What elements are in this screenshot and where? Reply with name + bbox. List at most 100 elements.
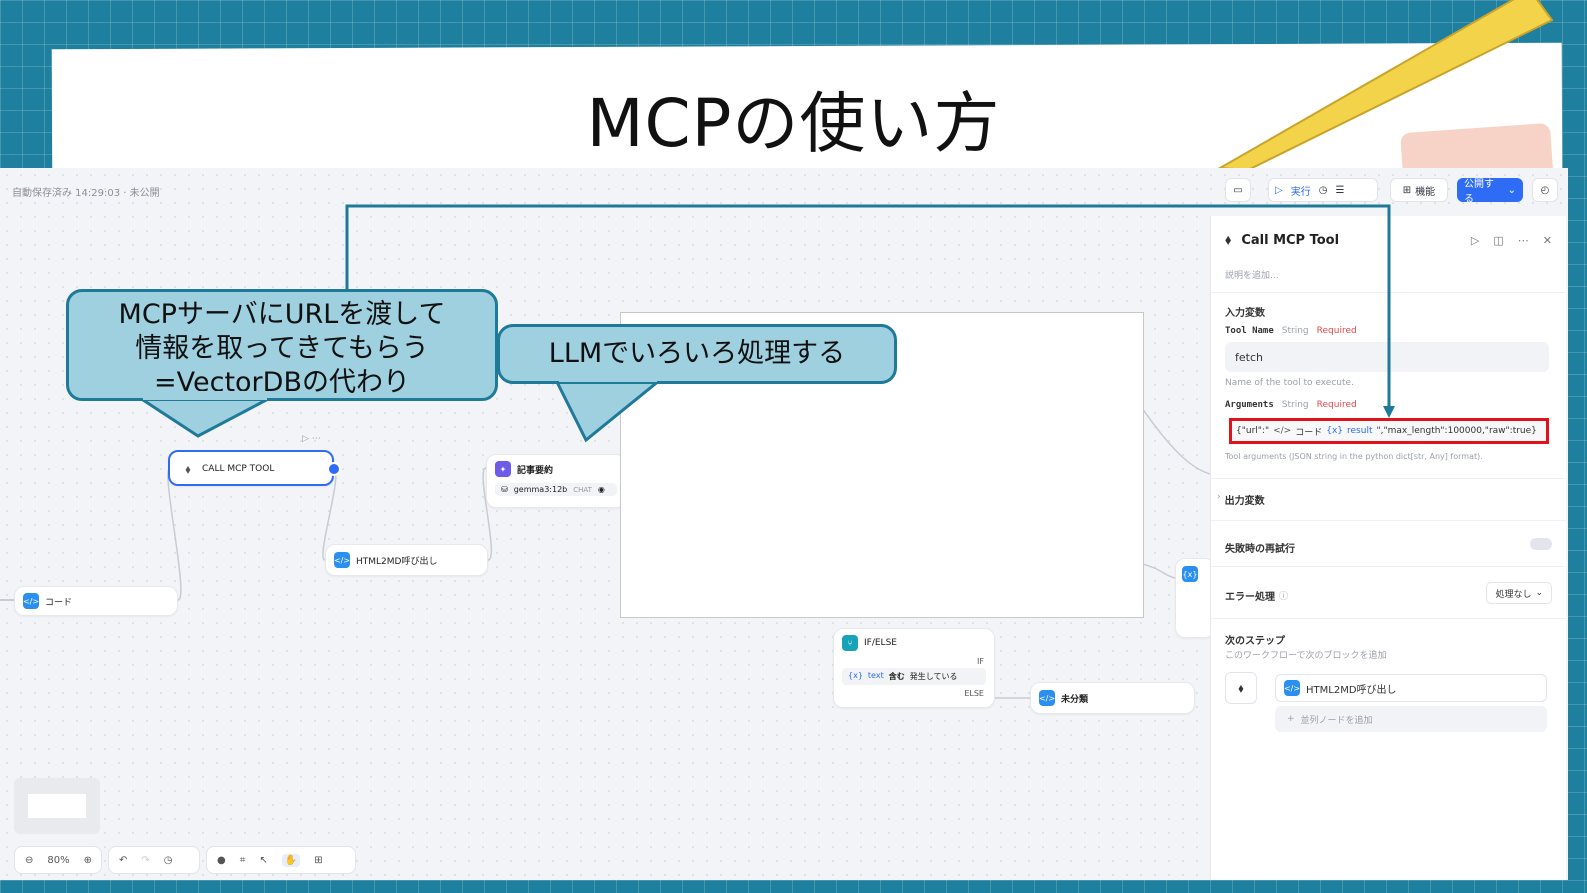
model-chip: ⛁ gemma3:12b CHAT ◉: [495, 483, 617, 496]
error-handling-label: エラー処理: [1225, 592, 1275, 603]
condition-value: 発生している: [909, 672, 958, 681]
add-parallel-node-button[interactable]: + 並列ノードを追加: [1275, 706, 1547, 732]
plus-icon: +: [1287, 714, 1295, 724]
workflow-app-screenshot: 自動保存済み 14:29:03 · 未公開 ▭ ▷ 実行 ◷ ☰ ⊞ 機能 公開…: [0, 168, 1568, 880]
publish-button[interactable]: 公開する ⌄: [1457, 178, 1523, 205]
node-output-handle[interactable]: [327, 462, 341, 476]
hand-icon[interactable]: ✋: [281, 853, 301, 867]
divider: [1211, 478, 1566, 479]
code-icon: </>: [334, 552, 350, 568]
eye-icon: ◉: [597, 485, 605, 494]
node-unclassified[interactable]: </> 未分類: [1030, 682, 1195, 714]
add-parallel-label: 並列ノードを追加: [1300, 715, 1373, 726]
panel-layout-icon[interactable]: ◫: [1493, 234, 1504, 247]
run-button[interactable]: 実行: [1290, 186, 1311, 198]
canvas-tools[interactable]: ● ⌗ ↖ ✋ ⊞: [206, 846, 356, 874]
chevron-down-icon: ⌄: [1535, 588, 1543, 598]
condition-var: text: [867, 671, 884, 680]
zoom-controls[interactable]: ⊖ 80% ⊕: [14, 846, 102, 874]
node-code[interactable]: </> コード: [14, 586, 178, 616]
output-vars-toggle[interactable]: › 出力変数: [1217, 492, 1265, 507]
node-ifelse-label: IF/ELSE: [864, 638, 897, 648]
description-input[interactable]: 説明を追加...: [1225, 271, 1279, 281]
slide-title: MCPの使い方: [586, 85, 1001, 162]
chevron-right-icon: ›: [1217, 492, 1221, 502]
mcp-tool-icon: ⬧: [180, 461, 196, 477]
version-history-button[interactable]: ◴: [1532, 178, 1558, 202]
model-name: gemma3:12b: [513, 485, 568, 494]
env-button[interactable]: ▭: [1225, 178, 1251, 202]
next-step-desc: このワークフローで次のブロックを追加: [1225, 651, 1387, 661]
arguments-var: result: [1347, 426, 1373, 436]
mcp-tool-icon: ⬧: [1225, 232, 1232, 248]
panel-title: Call MCP Tool: [1241, 232, 1340, 248]
callout-mcp-line1: MCPサーバにURLを渡して: [118, 299, 446, 330]
play-icon[interactable]: ▷: [1470, 234, 1480, 247]
model-mode: CHAT: [573, 485, 592, 494]
arguments-type: String: [1281, 400, 1309, 410]
divider: [1211, 618, 1566, 619]
zoom-level: 80%: [47, 854, 70, 866]
close-icon[interactable]: ✕: [1542, 234, 1552, 247]
node-call-mcp-tool-label: CALL MCP TOOL: [202, 464, 275, 474]
node-unclassified-label: 未分類: [1061, 694, 1089, 705]
features-icon: ⊞: [1402, 184, 1412, 196]
code-icon: {x}: [1182, 566, 1198, 582]
run-group[interactable]: ▷ 実行 ◷ ☰: [1268, 178, 1378, 202]
error-handling-row: エラー処理 ⓘ: [1225, 588, 1288, 603]
code-icon: </>: [1039, 690, 1055, 706]
else-label: ELSE: [964, 689, 984, 698]
node-partial[interactable]: {x}: [1175, 558, 1215, 638]
features-label: 機能: [1415, 186, 1436, 198]
error-handling-value: 処理なし: [1495, 589, 1532, 600]
error-handling-select[interactable]: 処理なし ⌄: [1486, 582, 1552, 604]
arguments-label: Arguments: [1225, 400, 1274, 410]
minimap-viewport: [28, 794, 86, 818]
organize-icon[interactable]: ⊞: [314, 854, 323, 866]
current-node-icon: ⬧: [1225, 672, 1257, 704]
redo-icon[interactable]: ↷: [141, 854, 150, 866]
node-html2md[interactable]: </> HTML2MD呼び出し: [325, 544, 488, 576]
callout-mcp-line2: 情報を取ってきてもらう: [135, 333, 429, 364]
panel-header: ⬧ Call MCP Tool: [1225, 232, 1339, 248]
retry-toggle[interactable]: [1530, 538, 1552, 550]
model-icon: ⛁: [501, 485, 508, 494]
input-vars-header: 入力変数: [1225, 308, 1265, 319]
divider: [1211, 520, 1566, 521]
history-icon[interactable]: ◷: [163, 854, 173, 866]
tool-name-label-row: Tool Name String Required: [1225, 326, 1357, 336]
tool-name-field[interactable]: fetch: [1225, 342, 1549, 372]
next-step-label: 次のステップ: [1225, 636, 1285, 647]
node-call-mcp-tool[interactable]: ⬧ CALL MCP TOOL: [168, 450, 334, 486]
node-settings-panel: ⬧ Call MCP Tool ▷ ◫ ⋯ ✕ 説明を追加... 入力変数 To…: [1210, 216, 1566, 880]
node-article-summary[interactable]: ✦ 記事要約 ⛁ gemma3:12b CHAT ◉: [486, 454, 626, 508]
history-controls[interactable]: ↶ ↷ ◷: [108, 846, 200, 874]
callout-mcp-line3: =VectorDBの代わり: [154, 367, 410, 398]
minimap[interactable]: [14, 778, 100, 834]
zoom-in-icon[interactable]: ⊕: [83, 854, 93, 866]
history-icon[interactable]: ◷: [1318, 184, 1328, 196]
checklist-icon[interactable]: ☰: [1335, 184, 1345, 196]
note-icon[interactable]: ⌗: [239, 854, 246, 866]
next-node-item[interactable]: </> HTML2MD呼び出し: [1275, 674, 1547, 702]
undo-icon[interactable]: ↶: [119, 854, 128, 866]
env-icon: ▭: [1233, 184, 1243, 196]
add-node-icon[interactable]: ●: [217, 854, 226, 866]
features-button[interactable]: ⊞ 機能: [1390, 178, 1448, 202]
arguments-code-ref: コード: [1295, 427, 1323, 438]
node-article-summary-label: 記事要約: [517, 465, 554, 476]
pointer-icon[interactable]: ↖: [259, 854, 268, 866]
callout-tail-joint: [143, 391, 267, 400]
var-icon: {x}: [1326, 426, 1344, 436]
arguments-prefix: {"url":": [1236, 426, 1270, 436]
chevron-down-icon: ⌄: [1507, 184, 1516, 196]
more-icon[interactable]: ⋯: [1517, 234, 1529, 247]
node-actions[interactable]: ▷ ⋯: [302, 434, 321, 444]
tool-name-required: Required: [1316, 326, 1357, 336]
zoom-out-icon[interactable]: ⊖: [25, 854, 34, 866]
code-icon: </>: [1284, 680, 1300, 696]
arguments-field[interactable]: {"url":" </> コード {x} result ","max_lengt…: [1229, 418, 1549, 444]
tool-name-help: Name of the tool to execute.: [1225, 378, 1354, 388]
condition-op: 含む: [888, 672, 905, 681]
node-ifelse[interactable]: ⑂ IF/ELSE IF {x} text 含む 発生している ELSE: [833, 628, 995, 708]
